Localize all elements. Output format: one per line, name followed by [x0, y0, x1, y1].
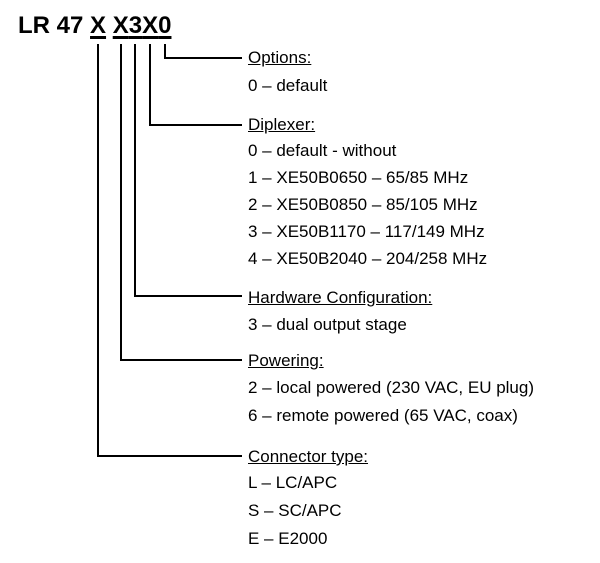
diplexer-item: 1 – XE50B0650 – 65/85 MHz	[248, 168, 469, 187]
connector-type-item: L – LC/APC	[248, 473, 338, 492]
powering-item: 6 – remote powered (65 VAC, coax)	[248, 406, 518, 425]
diplexer-heading: Diplexer:	[248, 115, 316, 134]
diplexer-item: 3 – XE50B1170 – 117/149 MHz	[248, 222, 485, 241]
diplexer-item: 2 – XE50B0850 – 85/105 MHz	[248, 195, 478, 214]
options-item: 0 – default	[248, 76, 328, 95]
hardware-item: 3 – dual output stage	[248, 315, 407, 334]
connector-type-leader-line	[97, 44, 242, 457]
connector-type-heading: Connector type:	[248, 447, 369, 466]
hardware-heading: Hardware Configuration:	[248, 288, 433, 307]
code-char-hardware: 3	[128, 12, 143, 39]
code-char-connector-type: X	[90, 12, 107, 39]
connector-type-item: E – E2000	[248, 529, 328, 548]
powering-item: 2 – local powered (230 VAC, EU plug)	[248, 378, 535, 397]
code-char-diplexer: X	[142, 12, 159, 39]
hardware-leader-line	[134, 44, 242, 297]
powering-leader-line	[120, 44, 242, 361]
code-char-options: 0	[158, 12, 172, 39]
powering-heading: Powering:	[248, 351, 324, 370]
diplexer-leader-line	[149, 44, 242, 126]
connector-type-item: S – SC/APC	[248, 501, 342, 520]
options-heading: Options:	[248, 48, 312, 67]
product-code: LR 47 X X3X0	[18, 10, 171, 42]
code-prefix: LR 47	[18, 12, 91, 39]
diplexer-item: 0 – default - without	[248, 141, 397, 160]
options-leader-line	[164, 44, 242, 59]
code-char-powering: X	[112, 12, 129, 39]
diplexer-item: 4 – XE50B2040 – 204/258 MHz	[248, 249, 488, 268]
